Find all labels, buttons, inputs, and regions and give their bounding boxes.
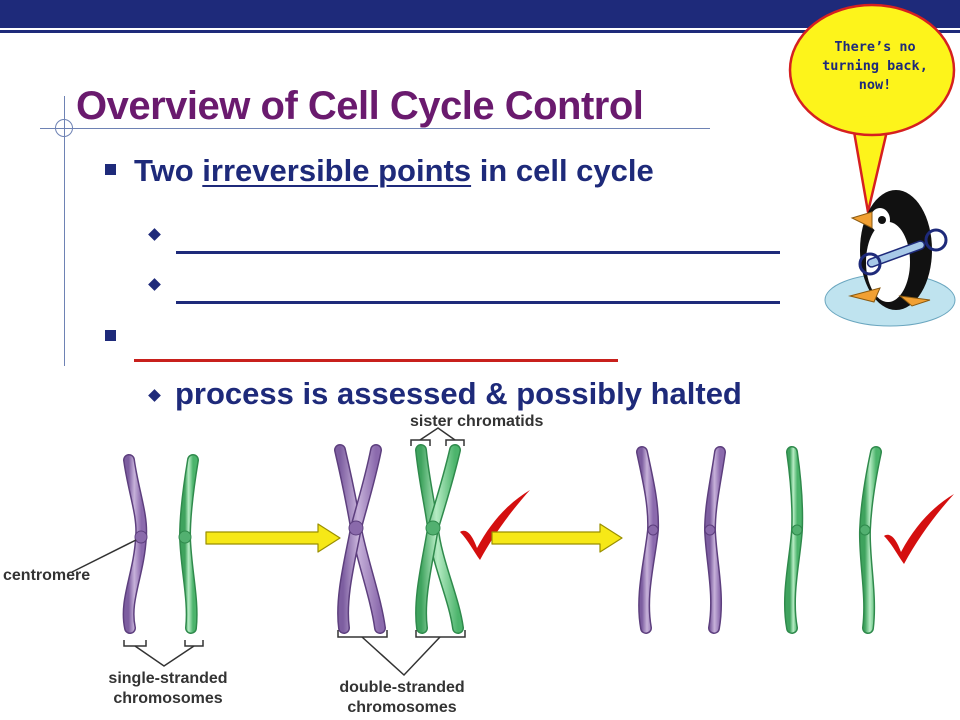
arrow-1: [205, 523, 341, 553]
speech-line-2: turning back,: [822, 58, 928, 74]
chromatid-separated-green-1: [784, 446, 804, 634]
label-single-stranded: single-stranded chromosomes: [68, 669, 268, 709]
label-sister-chromatids: sister chromatids: [410, 413, 544, 430]
sub-bullet-blank-2: [148, 274, 790, 304]
single-brackets: [123, 640, 204, 667]
label-double-line-1: double-stranded: [339, 679, 465, 696]
bullet-square-icon: [105, 330, 116, 341]
sub-bullet-blank-1: [148, 224, 790, 254]
guide-line-vertical: [64, 96, 65, 366]
fill-in-blank-line-red: [134, 359, 618, 362]
label-double-stranded: double-stranded chromosomes: [302, 678, 502, 718]
sub-bullet-process-text: process is assessed & possibly halted: [175, 376, 742, 411]
chromosome-single-green: [178, 454, 199, 634]
guide-circle: [55, 119, 73, 137]
sub-bullet-process: process is assessed & possibly halted: [148, 376, 742, 412]
top-bar-line: [0, 30, 960, 33]
chromosome-double-purple: [334, 444, 386, 634]
bullet-irreversible-points: Two irreversible points in cell cycle: [105, 153, 654, 189]
penguin-with-wrench-icon: [824, 190, 956, 327]
chromatid-separated-purple-1: [636, 446, 660, 634]
slide-title: Overview of Cell Cycle Control: [76, 84, 644, 128]
checkmark-icon: [884, 494, 954, 564]
speech-bubble-text: There’s no turning back, now!: [800, 38, 950, 95]
bullet1-text-before: Two: [134, 153, 203, 188]
chromosome-single-purple: [122, 454, 148, 634]
fill-in-blank-line: [176, 301, 780, 304]
checkmark-icon: [460, 490, 530, 560]
label-centromere: centromere: [3, 567, 91, 584]
centromere-pointer: [71, 539, 137, 573]
bullet-blank-red: [105, 322, 625, 362]
chromatid-separated-green-2: [858, 446, 882, 634]
label-single-line-1: single-stranded: [108, 670, 228, 687]
speech-line-1: There’s no: [834, 39, 916, 55]
chromatid-separated-purple-2: [703, 446, 726, 634]
guide-line-horizontal: [40, 128, 710, 129]
speech-line-3: now!: [858, 77, 892, 93]
bullet1-underlined-text: irreversible points: [202, 153, 472, 188]
sister-brackets: [410, 427, 465, 446]
label-single-line-2: chromosomes: [113, 690, 223, 707]
chromosome-double-green: [415, 444, 464, 634]
double-brackets: [337, 630, 466, 677]
top-bar: [0, 0, 960, 28]
fill-in-blank-line: [176, 251, 780, 254]
label-double-line-2: chromosomes: [347, 699, 457, 716]
arrow-2: [491, 523, 623, 553]
bullet1-text-after: in cell cycle: [471, 153, 654, 188]
bullet-square-icon: [105, 164, 116, 175]
speech-bubble: [788, 3, 956, 214]
